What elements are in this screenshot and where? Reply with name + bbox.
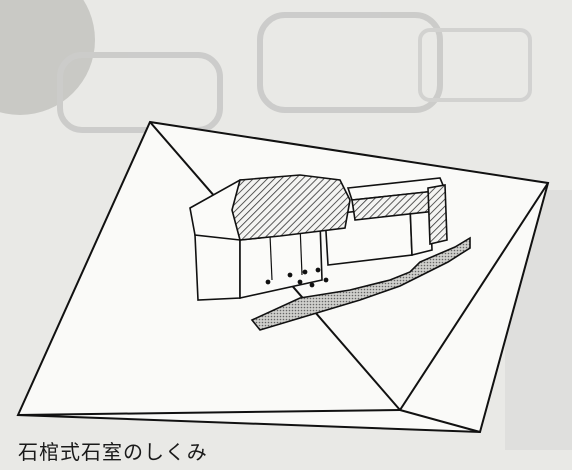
figure-caption: 石棺式石室のしくみ <box>18 440 208 464</box>
stone-chamber <box>189 174 471 331</box>
